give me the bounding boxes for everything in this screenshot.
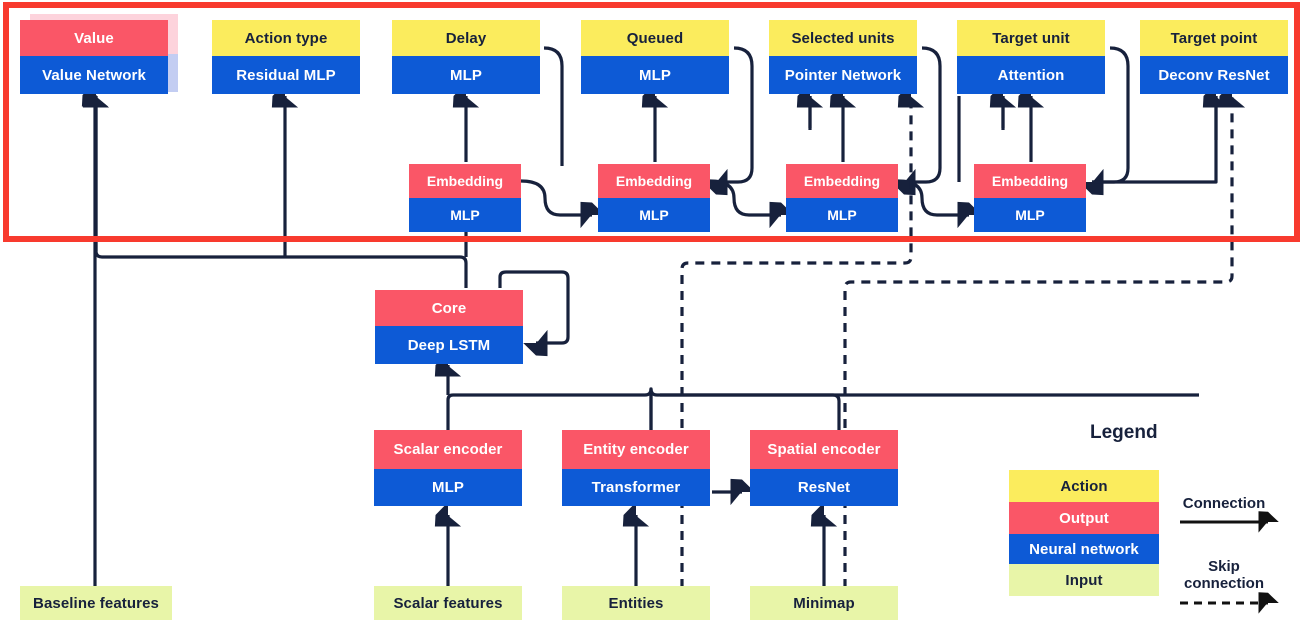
embedding-block-selected-units[interactable]: Embedding MLP bbox=[786, 164, 898, 232]
head-net-label: Pointer Network bbox=[769, 56, 917, 94]
head-action-label: Queued bbox=[581, 20, 729, 56]
encoder-net-label: MLP bbox=[374, 469, 522, 506]
head-block-selected-units[interactable]: Selected units Pointer Network bbox=[769, 20, 917, 94]
head-block-value[interactable]: Value Value Network bbox=[20, 20, 168, 94]
head-action-label: Target point bbox=[1140, 20, 1288, 56]
legend-swatch-input: Input bbox=[1009, 564, 1159, 596]
head-block-target-point[interactable]: Target point Deconv ResNet bbox=[1140, 20, 1288, 94]
input-block-scalar-features[interactable]: Scalar features bbox=[374, 586, 522, 620]
encoder-block-scalar[interactable]: Scalar encoder MLP bbox=[374, 430, 522, 506]
head-block-queued[interactable]: Queued MLP bbox=[581, 20, 729, 94]
head-block-target-unit[interactable]: Target unit Attention bbox=[957, 20, 1105, 94]
encoder-net-label: Transformer bbox=[562, 469, 710, 506]
head-block-action-type[interactable]: Action type Residual MLP bbox=[212, 20, 360, 94]
embedding-net-label: MLP bbox=[409, 198, 521, 232]
head-action-label: Selected units bbox=[769, 20, 917, 56]
embedding-net-label: MLP bbox=[786, 198, 898, 232]
core-output-label: Core bbox=[375, 290, 523, 326]
head-action-label: Target unit bbox=[957, 20, 1105, 56]
head-action-label: Value bbox=[20, 20, 168, 56]
head-net-label: Attention bbox=[957, 56, 1105, 94]
encoder-output-label: Scalar encoder bbox=[374, 430, 522, 469]
legend-title: Legend bbox=[1090, 422, 1158, 443]
core-block[interactable]: Core Deep LSTM bbox=[375, 290, 523, 364]
encoder-output-label: Entity encoder bbox=[562, 430, 710, 469]
legend-swatch-action: Action bbox=[1009, 470, 1159, 502]
embedding-net-label: MLP bbox=[598, 198, 710, 232]
legend-swatch-neural-network: Neural network bbox=[1009, 534, 1159, 564]
head-net-label: Value Network bbox=[20, 56, 168, 94]
embedding-block-queued[interactable]: Embedding MLP bbox=[598, 164, 710, 232]
embedding-block-delay[interactable]: Embedding MLP bbox=[409, 164, 521, 232]
encoder-output-label: Spatial encoder bbox=[750, 430, 898, 469]
input-block-entities[interactable]: Entities bbox=[562, 586, 710, 620]
legend-swatch-output: Output bbox=[1009, 502, 1159, 534]
input-block-baseline-features[interactable]: Baseline features bbox=[20, 586, 172, 620]
encoder-net-label: ResNet bbox=[750, 469, 898, 506]
encoder-block-entity[interactable]: Entity encoder Transformer bbox=[562, 430, 710, 506]
head-net-label: Residual MLP bbox=[212, 56, 360, 94]
legend-connection-label: Connection bbox=[1182, 495, 1266, 512]
head-action-label: Action type bbox=[212, 20, 360, 56]
head-net-label: MLP bbox=[581, 56, 729, 94]
embedding-output-label: Embedding bbox=[974, 164, 1086, 198]
head-net-label: Deconv ResNet bbox=[1140, 56, 1288, 94]
head-action-label: Delay bbox=[392, 20, 540, 56]
encoder-block-spatial[interactable]: Spatial encoder ResNet bbox=[750, 430, 898, 506]
legend-skip-connection-label: Skip connection bbox=[1183, 558, 1264, 593]
head-net-label: MLP bbox=[392, 56, 540, 94]
input-block-minimap[interactable]: Minimap bbox=[750, 586, 898, 620]
embedding-output-label: Embedding bbox=[409, 164, 521, 198]
embedding-block-target-unit[interactable]: Embedding MLP bbox=[974, 164, 1086, 232]
legend-swatch-column: Action Output Neural network Input bbox=[1009, 470, 1159, 596]
embedding-output-label: Embedding bbox=[786, 164, 898, 198]
embedding-net-label: MLP bbox=[974, 198, 1086, 232]
highlight-region bbox=[3, 2, 1300, 242]
head-block-delay[interactable]: Delay MLP bbox=[392, 20, 540, 94]
embedding-output-label: Embedding bbox=[598, 164, 710, 198]
core-net-label: Deep LSTM bbox=[375, 326, 523, 364]
